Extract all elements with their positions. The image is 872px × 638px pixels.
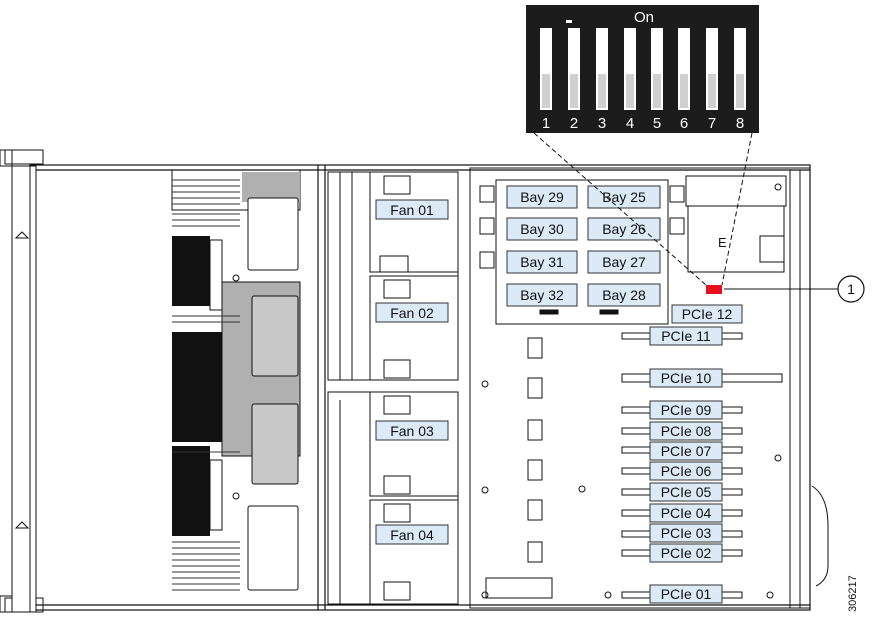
figure-id: 306217 [847, 575, 859, 612]
svg-text:Bay 25: Bay 25 [602, 189, 646, 205]
detail-leader-lines [533, 132, 753, 286]
switch-toggles [540, 28, 746, 110]
small-connectors [527, 337, 543, 563]
switch-number-3: 3 [598, 115, 606, 132]
svg-text:PCIe 03: PCIe 03 [661, 525, 712, 541]
svg-text:Bay 28: Bay 28 [602, 287, 646, 303]
pcie-label-05: PCIe 05 [649, 482, 723, 502]
pcie-label-09: PCIe 09 [649, 400, 723, 420]
svg-text:Fan 02: Fan 02 [390, 305, 434, 321]
svg-text:E: E [718, 235, 727, 250]
bay-29: Bay 29 [506, 185, 578, 209]
svg-text:Bay 26: Bay 26 [602, 221, 646, 237]
pcie-label-12: PCIe 12 [671, 304, 743, 324]
pcie-label-03: PCIe 03 [649, 523, 723, 543]
switch-number-4: 4 [626, 115, 634, 132]
callout-1: 1 [724, 275, 865, 303]
switch-number-6: 6 [680, 115, 688, 132]
svg-text:Fan 03: Fan 03 [390, 423, 434, 439]
bay-27: Bay 27 [587, 250, 661, 274]
switch-number-5: 5 [653, 115, 661, 132]
fan-label-03: Fan 03 [375, 420, 449, 441]
bay-26: Bay 26 [587, 217, 661, 241]
svg-text:PCIe 01: PCIe 01 [661, 586, 712, 602]
svg-text:PCIe 10: PCIe 10 [661, 370, 712, 386]
bay-32: Bay 32 [506, 283, 578, 307]
svg-text:PCIe 02: PCIe 02 [661, 545, 712, 561]
dip-switch-location [706, 285, 722, 294]
dip-switch-panel: On 1 2 3 4 5 6 7 8 [526, 5, 759, 133]
svg-text:PCIe 04: PCIe 04 [661, 505, 712, 521]
svg-text:Fan 04: Fan 04 [390, 527, 434, 543]
bay-28: Bay 28 [587, 283, 661, 307]
svg-text:Bay 32: Bay 32 [520, 287, 564, 303]
pcie-label-08: PCIe 08 [649, 421, 723, 441]
svg-text:PCIe 11: PCIe 11 [661, 328, 711, 344]
svg-text:PCIe 05: PCIe 05 [661, 484, 712, 500]
switch-numbers: 1 2 3 4 5 6 7 8 [542, 115, 744, 132]
cpu-heatsink-area [171, 169, 301, 591]
svg-text:Bay 27: Bay 27 [602, 254, 646, 270]
bay-25: Bay 25 [587, 185, 661, 209]
fan-label-02: Fan 02 [375, 302, 449, 323]
svg-text:PCIe 07: PCIe 07 [661, 443, 712, 459]
switch-number-7: 7 [708, 115, 716, 132]
svg-text:Bay 29: Bay 29 [520, 189, 564, 205]
pcie-label-06: PCIe 06 [649, 461, 723, 481]
bay-31: Bay 31 [506, 250, 578, 274]
pcie-label-10: PCIe 10 [649, 368, 723, 388]
motherboard-region: E [469, 167, 829, 609]
svg-text:PCIe 06: PCIe 06 [661, 463, 712, 479]
pcie-label-07: PCIe 07 [649, 441, 723, 461]
svg-text:1: 1 [847, 281, 855, 297]
switch-number-1: 1 [542, 115, 550, 132]
bay-30: Bay 30 [506, 217, 578, 241]
svg-text:Bay 31: Bay 31 [520, 254, 564, 270]
switch-number-2: 2 [570, 115, 578, 132]
pcie-label-04: PCIe 04 [649, 503, 723, 523]
svg-text:PCIe 09: PCIe 09 [661, 402, 712, 418]
svg-text:PCIe 08: PCIe 08 [661, 423, 712, 439]
pcie-label-01: PCIe 01 [649, 584, 723, 604]
svg-text:PCIe 12: PCIe 12 [682, 306, 733, 322]
fan-tray-area [327, 171, 459, 605]
switch-on-label: On [634, 9, 654, 26]
fan-label-01: Fan 01 [375, 199, 449, 220]
switch-number-8: 8 [736, 115, 744, 132]
svg-text:Fan 01: Fan 01 [390, 202, 434, 218]
svg-text:Bay 30: Bay 30 [520, 221, 564, 237]
front-bezel [0, 149, 44, 613]
pcie-label-11: PCIe 11 [649, 326, 723, 346]
pcie-label-02: PCIe 02 [649, 543, 723, 563]
fan-label-04: Fan 04 [375, 524, 449, 545]
